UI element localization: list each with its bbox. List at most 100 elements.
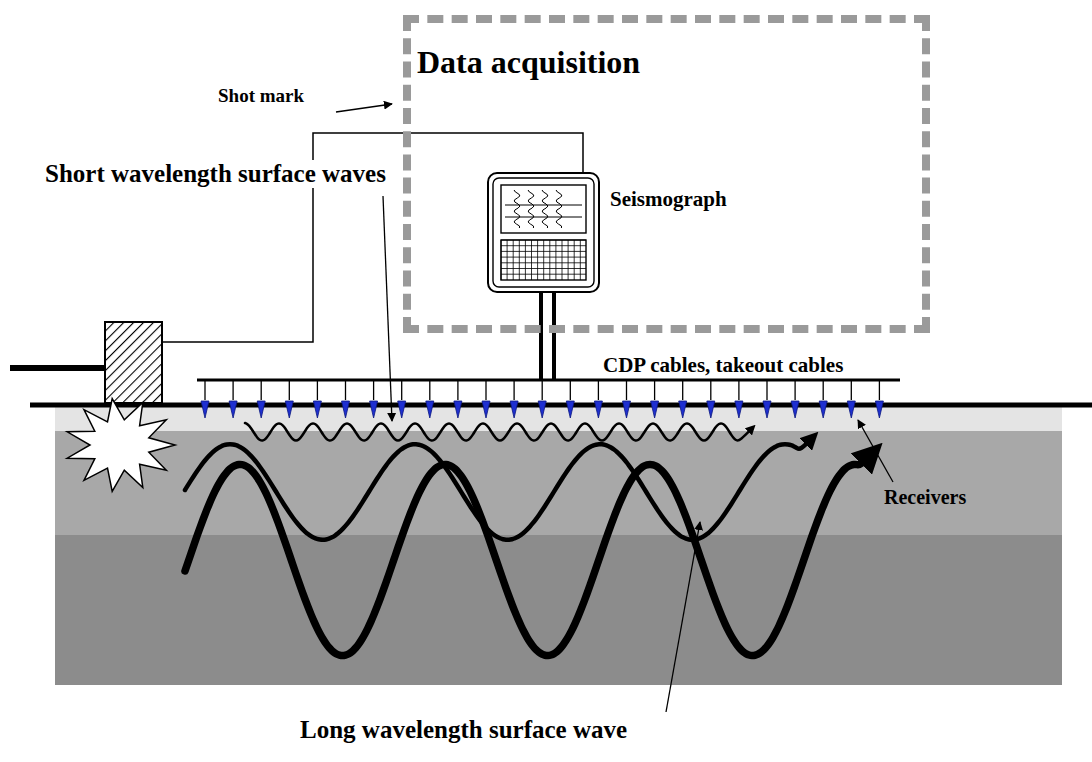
receiver-symbol bbox=[201, 401, 209, 418]
receiver-geophone bbox=[510, 380, 518, 418]
receiver-geophone bbox=[454, 380, 462, 418]
receiver-lead bbox=[485, 380, 486, 400]
receiver-lead bbox=[401, 380, 402, 400]
ground-surface bbox=[30, 403, 1092, 408]
receiver-geophone bbox=[875, 380, 883, 418]
receiver-geophone bbox=[819, 380, 827, 418]
wave-label: Long wavelength surface wave bbox=[300, 716, 627, 744]
leader-line bbox=[858, 420, 893, 482]
bottom-soil-layer bbox=[55, 535, 1062, 685]
receiver-geophone bbox=[342, 380, 350, 418]
device-case bbox=[488, 173, 599, 292]
wave-label: Short wavelength surface waves bbox=[45, 160, 386, 188]
receiver-geophone bbox=[594, 380, 602, 418]
short-wave bbox=[245, 423, 752, 441]
receiver-symbol bbox=[482, 401, 490, 418]
takeout-cable bbox=[539, 293, 543, 380]
seismograph-symbol bbox=[487, 172, 600, 293]
receiver-lead bbox=[429, 380, 430, 400]
receiver-geophone bbox=[791, 380, 799, 418]
receiver-lead bbox=[794, 380, 795, 400]
receiver-lead bbox=[542, 380, 543, 400]
receiver-geophone bbox=[482, 380, 490, 418]
receiver-lead bbox=[738, 380, 739, 400]
receiver-lead bbox=[261, 380, 262, 400]
screen-grid bbox=[505, 217, 582, 218]
receiver-lead bbox=[766, 380, 767, 400]
receiver-lead bbox=[317, 380, 318, 400]
trace bbox=[514, 190, 520, 228]
receiver-symbol bbox=[819, 401, 827, 418]
receiver-symbol bbox=[313, 401, 321, 418]
receiver-geophone bbox=[847, 380, 855, 418]
signal-label: Shot mark bbox=[218, 86, 304, 107]
receiver-symbol bbox=[847, 401, 855, 418]
source-bar bbox=[10, 365, 105, 371]
device-screen bbox=[501, 185, 586, 233]
keypad bbox=[501, 240, 586, 280]
receiver-symbol bbox=[510, 401, 518, 418]
data-acquisition-region: Seismograph Data acquisition bbox=[403, 15, 930, 333]
receiver-geophone bbox=[313, 380, 321, 418]
receiver-lead bbox=[626, 380, 627, 400]
receiver-symbol bbox=[791, 401, 799, 418]
receiver-symbol bbox=[285, 401, 293, 418]
keypad-grid bbox=[501, 262, 586, 263]
leader-line bbox=[666, 522, 700, 712]
receiver-lead bbox=[232, 380, 233, 400]
receiver-symbol bbox=[679, 401, 687, 418]
leader-line bbox=[383, 196, 392, 421]
trace bbox=[528, 190, 534, 228]
trace bbox=[542, 190, 548, 228]
receiver-lead bbox=[823, 380, 824, 400]
receiver-geophone bbox=[566, 380, 574, 418]
region-heading: Data acquisition bbox=[417, 45, 640, 80]
seismograph-device: Seismograph bbox=[487, 172, 600, 293]
receiver-geophone bbox=[370, 380, 378, 418]
receiver-lead bbox=[851, 380, 852, 400]
keypad-grid bbox=[501, 268, 586, 269]
receiver-symbol bbox=[735, 401, 743, 418]
receiver-geophone bbox=[735, 380, 743, 418]
receiver-symbol bbox=[398, 401, 406, 418]
receiver-lead bbox=[710, 380, 711, 400]
receiver-geophone bbox=[623, 380, 631, 418]
receiver-symbol bbox=[763, 401, 771, 418]
source-hammer bbox=[105, 322, 162, 403]
receiver-lead bbox=[598, 380, 599, 400]
receiver-geophone bbox=[426, 380, 434, 418]
receiver-geophone bbox=[538, 380, 546, 418]
receiver-symbol bbox=[370, 401, 378, 418]
keypad-grid bbox=[501, 257, 586, 258]
source-impact bbox=[67, 399, 175, 492]
receiver-lead bbox=[654, 380, 655, 400]
receiver-geophone bbox=[229, 380, 237, 418]
receiver-lead bbox=[457, 380, 458, 400]
part-label: Receivers bbox=[884, 486, 966, 508]
receiver-geophone bbox=[651, 380, 659, 418]
receiver-lead bbox=[345, 380, 346, 400]
receiver-geophone bbox=[257, 380, 265, 418]
receiver-lead bbox=[879, 380, 880, 400]
receiver-row bbox=[201, 380, 883, 418]
receiver-symbol bbox=[426, 401, 434, 418]
receiver-symbol bbox=[257, 401, 265, 418]
receiver-symbol bbox=[229, 401, 237, 418]
receiver-lead bbox=[513, 380, 514, 400]
receiver-symbol bbox=[623, 401, 631, 418]
receiver-symbol bbox=[566, 401, 574, 418]
long-wave bbox=[185, 453, 872, 655]
shot-mark-arrow bbox=[336, 104, 392, 112]
receiver-symbol bbox=[651, 401, 659, 418]
keypad-grid bbox=[501, 245, 586, 246]
receiver-geophone bbox=[707, 380, 715, 418]
keypad-grid bbox=[501, 274, 586, 275]
surface-waves bbox=[185, 423, 872, 656]
receiver-lead bbox=[682, 380, 683, 400]
screen-grid bbox=[505, 205, 582, 206]
receiver-geophone bbox=[679, 380, 687, 418]
receiver-geophone bbox=[201, 380, 209, 418]
device-label: Seismograph bbox=[610, 188, 727, 211]
receiver-symbol bbox=[342, 401, 350, 418]
